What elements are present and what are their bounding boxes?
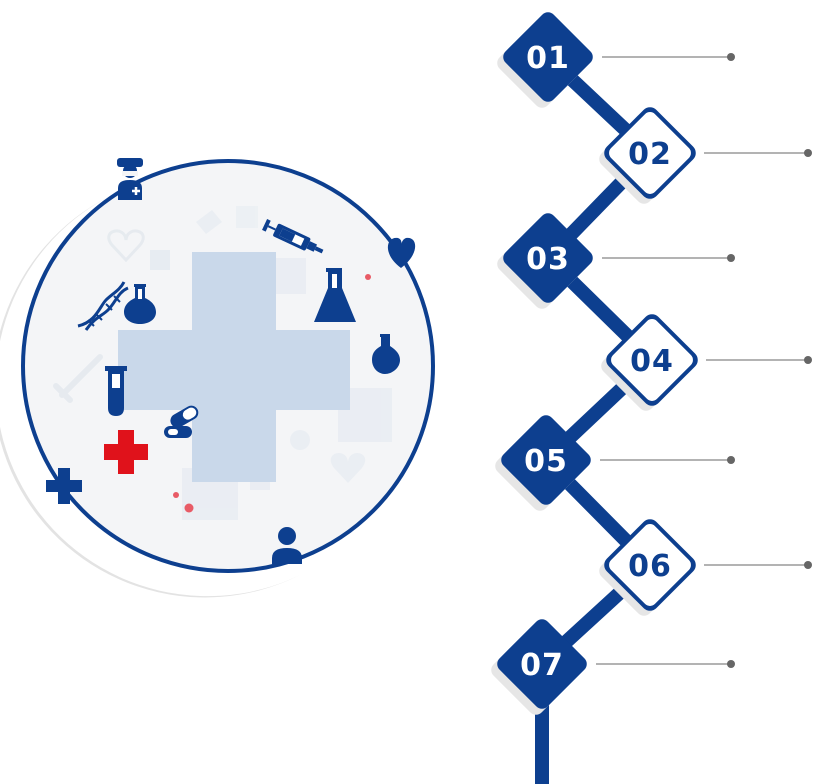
step-marker-diamond (501, 415, 591, 505)
step-marker-06: 06 (599, 519, 696, 616)
red-dot (184, 503, 194, 513)
red-cross-icon (104, 430, 148, 474)
round-flask-icon (372, 334, 400, 374)
patient-icon (272, 527, 302, 564)
syringe-icon (262, 219, 324, 254)
pills-icon (164, 405, 199, 438)
step-marker-diamond (503, 12, 593, 102)
step-connector-dot (727, 53, 735, 61)
step-connector-dot (727, 456, 735, 464)
step-marker-diamond (609, 112, 691, 194)
step-connector-dot (727, 660, 735, 668)
step-marker-diamond (503, 213, 593, 303)
step-connector-dot (804, 356, 812, 364)
step-number: 06 (628, 549, 672, 584)
step-connectors (596, 53, 812, 668)
red-dot (365, 274, 371, 280)
blue-cross-icon (46, 468, 82, 504)
step-marker-diamond (497, 619, 587, 709)
test-tube-icon (105, 366, 127, 416)
step-markers: 01 02 03 04 05 06 07 (491, 12, 698, 715)
step-marker-04: 04 (601, 314, 698, 411)
step-timeline: 01 02 03 04 05 06 07 (491, 12, 812, 784)
heart-icon (387, 237, 416, 268)
step-marker-02: 02 (599, 107, 696, 204)
round-flask-icon (124, 284, 156, 324)
flask-icon (314, 268, 356, 322)
step-number: 07 (520, 648, 564, 683)
step-marker-diamond (611, 319, 693, 401)
circle-ring (21, 159, 435, 573)
step-connector-dot (804, 561, 812, 569)
step-number: 05 (524, 444, 568, 479)
medical-circle-group (0, 158, 435, 598)
step-marker-01: 01 (497, 12, 593, 108)
step-marker-05: 05 (495, 415, 591, 511)
step-number: 04 (630, 344, 674, 379)
step-number: 02 (628, 137, 672, 172)
step-marker-03: 03 (497, 213, 593, 309)
light-plus-shape (118, 252, 350, 482)
step-number: 01 (526, 41, 570, 76)
step-number: 03 (526, 242, 570, 277)
step-connector-dot (727, 254, 735, 262)
dna-icon (77, 281, 129, 331)
red-dot (173, 492, 179, 498)
step-connector-dot (804, 149, 812, 157)
step-marker-diamond (609, 524, 691, 606)
doctor-icon (117, 158, 143, 200)
step-marker-07: 07 (491, 619, 587, 715)
